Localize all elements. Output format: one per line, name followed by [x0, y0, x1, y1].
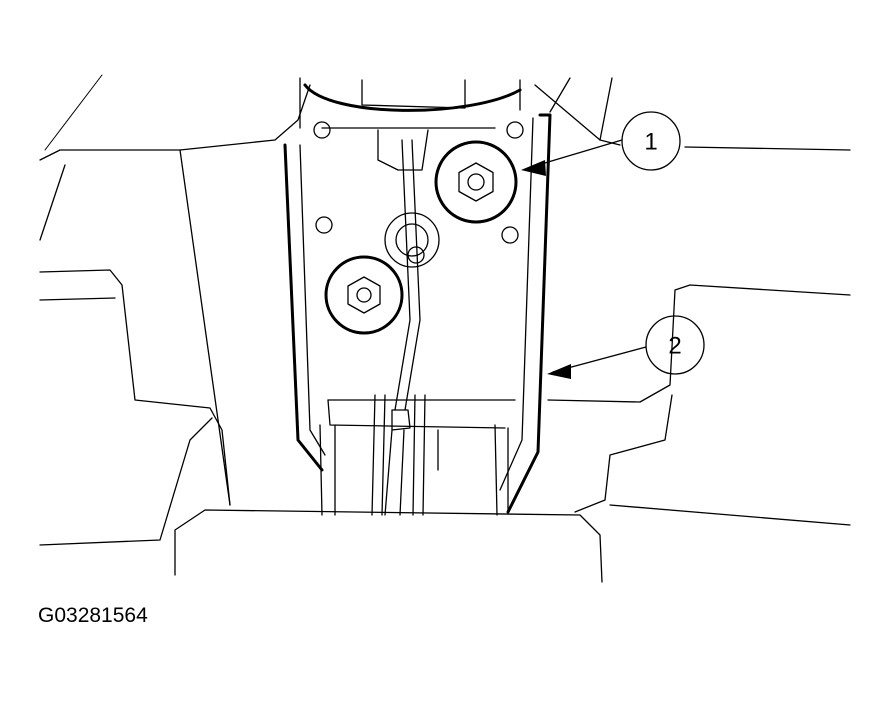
upper-housing [299, 77, 524, 171]
callout-1-label: 1 [644, 129, 657, 156]
pedal-linkage [319, 394, 516, 516]
figure-id-label: G03281564 [38, 604, 148, 627]
lower-console [174, 509, 603, 583]
leader-line-2 [547, 346, 647, 379]
background-body-outline [39, 74, 851, 546]
bolt-upper [434, 140, 518, 224]
callout-2: 2 [645, 315, 705, 375]
callout-2-label: 2 [668, 333, 681, 360]
callout-1: 1 [621, 111, 681, 171]
cable [394, 139, 421, 411]
arrowhead-2 [547, 364, 571, 379]
bolt-lower [324, 255, 404, 335]
leader-line-1 [521, 139, 623, 176]
bracket [283, 113, 552, 514]
arrowhead-1 [521, 160, 546, 176]
